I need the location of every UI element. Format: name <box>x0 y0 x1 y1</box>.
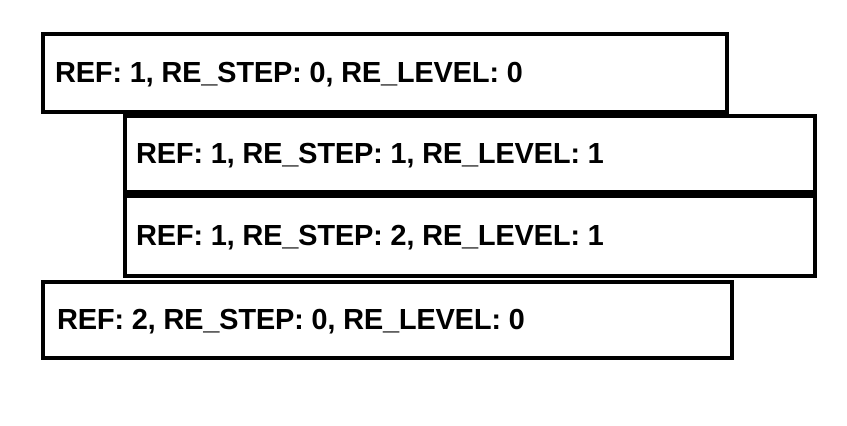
trace-frame-label: REF: 2, RE_STEP: 0, RE_LEVEL: 0 <box>57 303 525 336</box>
trace-frame-label: REF: 1, RE_STEP: 1, RE_LEVEL: 1 <box>136 137 604 170</box>
trace-frame-box: REF: 1, RE_STEP: 1, RE_LEVEL: 1 <box>123 114 817 194</box>
trace-frame-box: REF: 1, RE_STEP: 2, RE_LEVEL: 1 <box>123 194 817 278</box>
trace-frame-box: REF: 1, RE_STEP: 0, RE_LEVEL: 0 <box>41 32 729 114</box>
trace-frame-box: REF: 2, RE_STEP: 0, RE_LEVEL: 0 <box>41 280 734 360</box>
trace-frame-label: REF: 1, RE_STEP: 0, RE_LEVEL: 0 <box>55 56 523 89</box>
trace-frame-label: REF: 1, RE_STEP: 2, RE_LEVEL: 1 <box>136 219 604 252</box>
